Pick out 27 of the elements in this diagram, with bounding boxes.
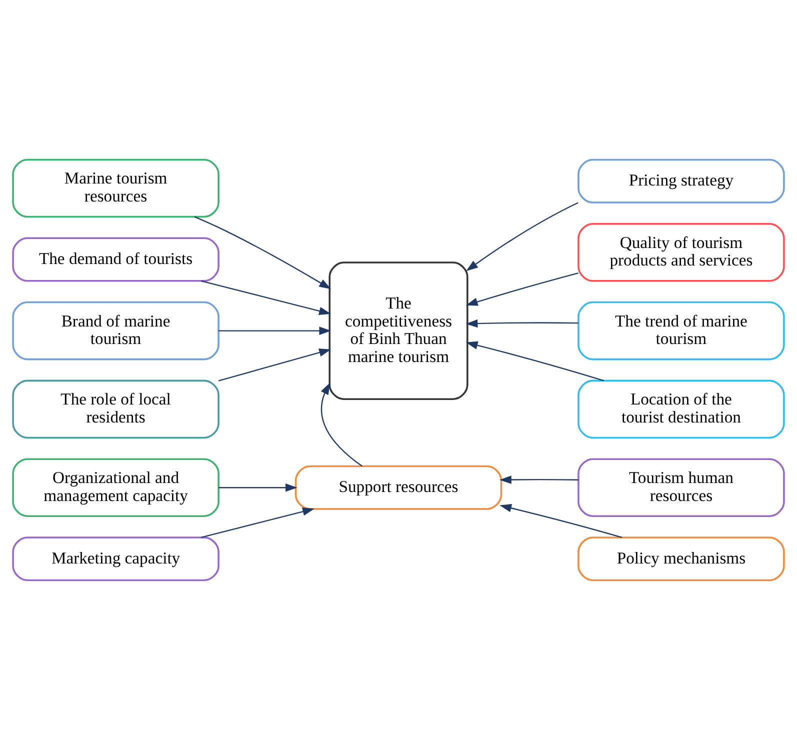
- node-box: Policy mechanisms: [578, 536, 785, 582]
- node-box: The demand of tourists: [12, 237, 220, 282]
- node-box: Marine tourism resources: [12, 158, 220, 218]
- arrow: [466, 341, 604, 382]
- arrow: [466, 202, 578, 272]
- arrow: [194, 216, 332, 290]
- arrow: [500, 504, 622, 538]
- node-box: Brand of marine tourism: [12, 301, 220, 360]
- node-box: Support resources: [294, 465, 502, 510]
- arrow: [466, 319, 578, 328]
- node-box: The role of local residents: [12, 380, 220, 439]
- arrow: [500, 476, 578, 484]
- node-box: Tourism human resources: [578, 458, 785, 517]
- node-box: The trend of marine tourism: [578, 301, 785, 360]
- arrow: [218, 483, 298, 492]
- node-box: Marketing capacity: [12, 536, 220, 582]
- node-box: Location of the tourist destination: [578, 380, 785, 439]
- node-box: The competitiveness of Binh Thuan marine tourism: [328, 262, 468, 400]
- arrow: [320, 382, 362, 467]
- arrow: [200, 280, 331, 316]
- node-box: Pricing strategy: [578, 158, 785, 204]
- arrow: [218, 348, 332, 382]
- node-box: Organizational and management capacity: [12, 458, 220, 517]
- arrow: [200, 508, 315, 538]
- node-box: Quality of tourism products and services: [578, 223, 785, 282]
- arrow: [466, 272, 578, 306]
- arrow: [218, 326, 332, 335]
